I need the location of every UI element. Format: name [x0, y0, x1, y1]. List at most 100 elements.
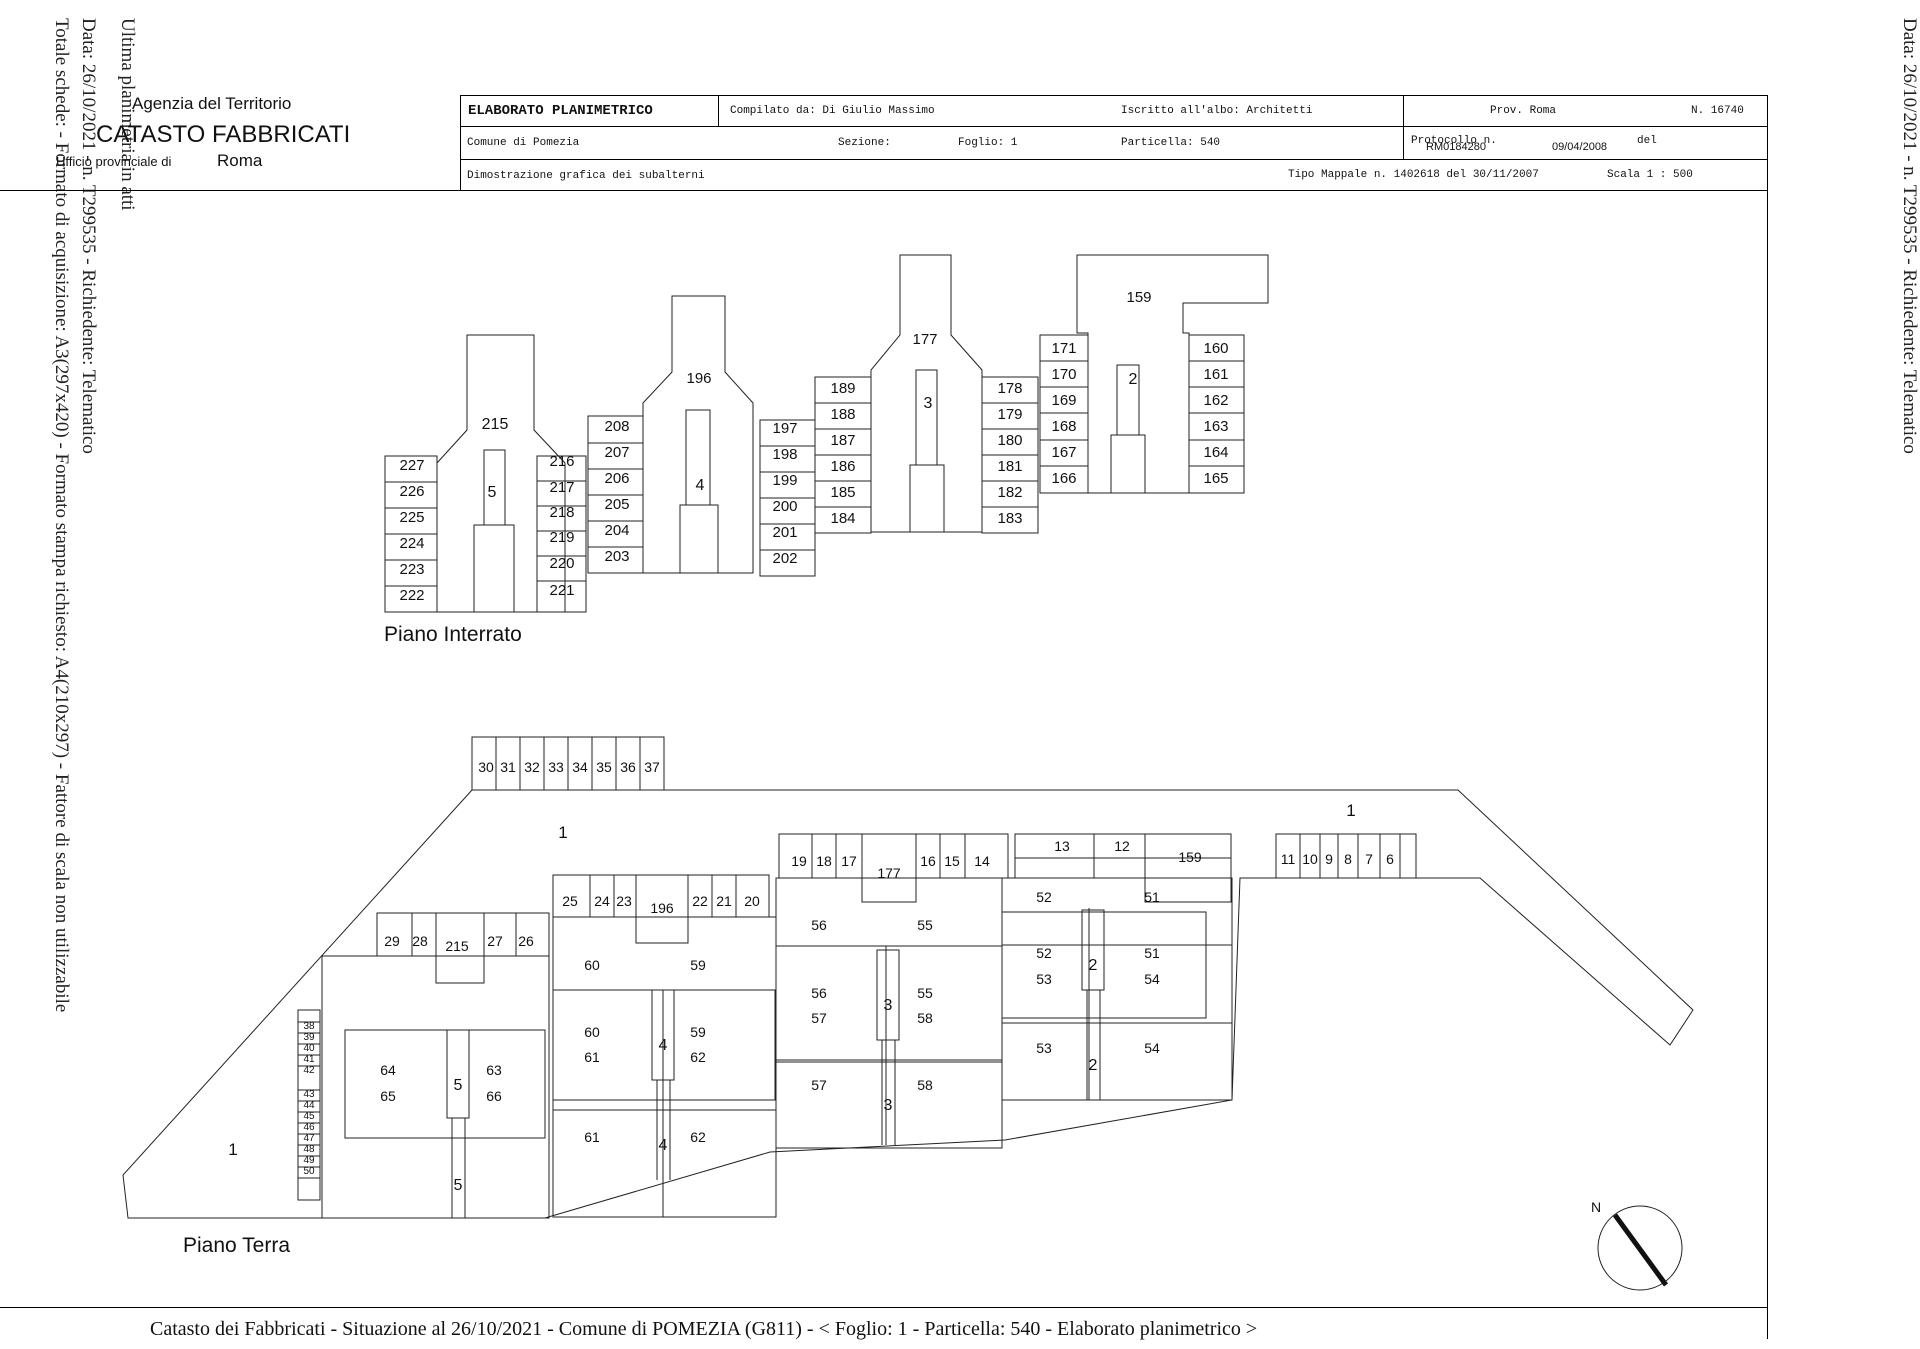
particella: Particella: 540	[1121, 137, 1221, 149]
plan-subalterno-number: 159	[1178, 849, 1202, 865]
plan-subalterno-number: 25	[562, 893, 578, 909]
plan-subalterno-number: 182	[997, 484, 1022, 501]
tipo-mappale: Tipo Mappale n. 1402618 del 30/11/2007	[1288, 169, 1539, 181]
comune: Comune di Pomezia	[467, 137, 580, 149]
plan-subalterno-number: 33	[548, 759, 564, 775]
footer-text: Catasto dei Fabbricati - Situazione al 2…	[150, 1318, 1258, 1340]
plan-subalterno-number: 13	[1054, 838, 1070, 854]
plan-subalterno-number: 224	[399, 535, 424, 552]
plan-subalterno-number: 218	[549, 504, 574, 521]
plan-subalterno-number: 222	[399, 587, 424, 604]
plan-subalterno-number: 203	[604, 548, 629, 565]
terra-stair-2	[1081, 909, 1105, 991]
plan-subalterno-number: 53	[1036, 1040, 1052, 1056]
plan-subalterno-number: 166	[1051, 470, 1076, 487]
plan-subalterno-number: 51	[1144, 945, 1160, 961]
plan-subalterno-number: 53	[1036, 971, 1052, 987]
plan-subalterno-number: 188	[830, 406, 855, 423]
plan-subalterno-number: 28	[412, 933, 428, 949]
plan-subalterno-number: 50	[303, 1166, 315, 1177]
header-table	[460, 95, 1768, 191]
bottom-rule	[0, 1307, 1767, 1308]
margin-note-date: Data: 26/10/2021 - n. T299535 - Richiede…	[78, 18, 99, 454]
interrato-units-right-159	[1188, 334, 1245, 494]
province: Prov. Roma	[1490, 105, 1557, 117]
plan-subalterno-number: 17	[841, 853, 857, 869]
plan-subalterno-number: 223	[399, 561, 424, 578]
plan-subalterno-number: 41	[303, 1054, 315, 1065]
plan-subalterno-number: 24	[594, 893, 610, 909]
plan-subalterno-number: 63	[486, 1062, 502, 1078]
plan-subalterno-number: 170	[1051, 366, 1076, 383]
plan-subalterno-number: 196	[686, 370, 711, 387]
plan-subalterno-number: 215	[445, 938, 469, 954]
plan-subalterno-number: 201	[772, 524, 797, 541]
plan-subalterno-number: 31	[500, 759, 516, 775]
plan-subalterno-number: 37	[644, 759, 660, 775]
plan-subalterno-number: 48	[303, 1144, 315, 1155]
plan-subalterno-number: 205	[604, 496, 629, 513]
header-col-divider-1	[718, 95, 719, 127]
plan-subalterno-number: 49	[303, 1155, 315, 1166]
plan-subalterno-number: 43	[303, 1089, 315, 1100]
plan-subalterno-number: 58	[917, 1010, 933, 1026]
plan-subalterno-number: 2	[1089, 957, 1098, 974]
plan-subalterno-number: 206	[604, 470, 629, 487]
plan-subalterno-number: 46	[303, 1122, 315, 1133]
plan-subalterno-number: 215	[482, 416, 509, 433]
margin-note-planimetria: Ultima planimetria in atti	[117, 18, 138, 211]
plan-subalterno-number: 185	[830, 484, 855, 501]
plan-subalterno-number: 6	[1386, 851, 1394, 867]
plan-subalterno-number: 55	[917, 985, 933, 1001]
interrato-block-215-outline	[436, 334, 566, 613]
plan-subalterno-number: 65	[380, 1088, 396, 1104]
plan-subalterno-number: 2	[1089, 1057, 1098, 1074]
margin-note-right-date: Data: 26/10/2021 - n. T299535 - Richiede…	[1899, 18, 1920, 454]
plan-subalterno-number: 183	[997, 510, 1022, 527]
compiled-by: Compilato da: Di Giulio Massimo	[730, 105, 935, 117]
office-city: Roma	[217, 151, 263, 170]
plan-subalterno-number: 5	[454, 1077, 463, 1094]
plan-subalterno-number: 39	[303, 1032, 315, 1043]
plan-subalterno-number: 3	[924, 395, 933, 412]
plan-subalterno-number: 34	[572, 759, 588, 775]
plan-subalterno-number: 57	[811, 1010, 827, 1026]
plan-subalterno-number: 56	[811, 917, 827, 933]
plan-subalterno-number: 57	[811, 1077, 827, 1093]
terra-stair-3	[876, 949, 900, 1041]
plan-subalterno-number: 189	[830, 380, 855, 397]
plan-subalterno-number: 177	[877, 865, 901, 881]
plan-subalterno-number: 219	[549, 529, 574, 546]
plan-subalterno-number: 4	[696, 477, 705, 494]
plan-subalterno-number: 167	[1051, 444, 1076, 461]
plan-subalterno-number: 177	[912, 331, 937, 348]
plan-subalterno-number: 56	[811, 985, 827, 1001]
plan-subalterno-number: 30	[478, 759, 494, 775]
plan-subalterno-number: 40	[303, 1043, 315, 1054]
plan-subalterno-number: 162	[1203, 392, 1228, 409]
plan-subalterno-number: 15	[944, 853, 960, 869]
plan-subalterno-number: 8	[1344, 851, 1352, 867]
plan-subalterno-number: 62	[690, 1049, 706, 1065]
plan-subalterno-number: 226	[399, 483, 424, 500]
compass-needle	[1612, 1213, 1669, 1287]
top-left-rule	[0, 190, 460, 191]
plan-subalterno-number: 221	[549, 582, 574, 599]
plan-subalterno-number: 21	[716, 893, 732, 909]
protocollo-label: Protocollo n.	[1411, 135, 1497, 147]
plan-subalterno-number: 1	[558, 823, 567, 842]
interrato-units-left-159	[1039, 334, 1089, 494]
plan-subalterno-number: 26	[518, 933, 534, 949]
plan-subalterno-number: 4	[659, 1037, 668, 1054]
plan-subalterno-number: 184	[830, 510, 855, 527]
plan-subalterno-number: 178	[997, 380, 1022, 397]
plan-subalterno-number: 12	[1114, 838, 1130, 854]
plan-subalterno-number: 4	[659, 1137, 668, 1154]
plan-subalterno-number: 168	[1051, 418, 1076, 435]
interrato-units-right-215	[536, 455, 587, 613]
plan-subalterno-number: 47	[303, 1133, 315, 1144]
plan-subalterno-number: 208	[604, 418, 629, 435]
sezione: Sezione:	[838, 137, 891, 149]
del-label: del	[1637, 135, 1657, 147]
plan-subalterno-number: 197	[772, 420, 797, 437]
